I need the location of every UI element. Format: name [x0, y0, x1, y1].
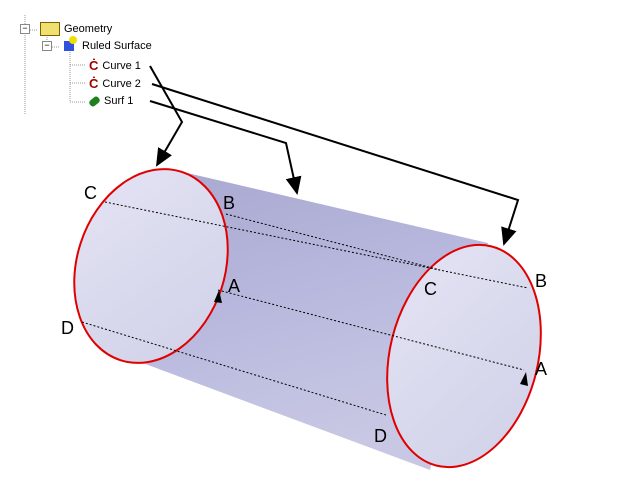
label-right-b: B	[535, 271, 547, 291]
label-right-c: C	[424, 279, 437, 299]
tree-node-surf-1[interactable]: Surf 1	[88, 94, 134, 108]
tree-label: Geometry	[64, 23, 113, 35]
label-right-a: A	[535, 359, 547, 379]
tree-node-geometry[interactable]: − Geometry	[20, 22, 112, 36]
tree-label: Curve 1	[102, 59, 141, 72]
label-left-a: A	[228, 276, 240, 296]
label-left-c: C	[84, 183, 97, 203]
tree-node-curve-1[interactable]: Ċ Curve 1	[89, 58, 141, 73]
folder-icon	[40, 22, 60, 36]
leader-curve-1	[149, 65, 184, 167]
ruled-surface-icon	[64, 36, 77, 51]
ruling-b	[225, 213, 441, 271]
leader-surf-1	[149, 100, 302, 195]
label-right-d: D	[374, 426, 387, 446]
tree-label: Curve 2	[102, 77, 141, 90]
collapse-icon[interactable]: −	[42, 41, 52, 51]
leader-curve-2	[151, 83, 520, 246]
direction-arrow-right	[520, 372, 528, 386]
surface-icon	[88, 94, 101, 108]
tree-label: Ruled Surface	[82, 40, 152, 52]
tree-node-ruled-surface[interactable]: − Ruled Surface	[42, 36, 152, 52]
left-cap	[73, 168, 229, 364]
tree-node-curve-2[interactable]: Ċ Curve 2	[89, 76, 141, 91]
label-left-b: B	[223, 193, 235, 213]
direction-arrow-left	[214, 290, 222, 303]
label-left-d: D	[61, 318, 74, 338]
curve-icon: Ċ	[89, 76, 99, 91]
ruling-a	[217, 289, 525, 371]
collapse-icon[interactable]: −	[20, 24, 30, 34]
tree-label: Surf 1	[104, 95, 134, 107]
ruling-d	[81, 321, 387, 416]
curve-icon: Ċ	[89, 58, 99, 73]
feature-tree: − Geometry − Ruled Surface Ċ Curve 1 Ċ C…	[0, 0, 200, 115]
right-cap	[386, 243, 542, 469]
